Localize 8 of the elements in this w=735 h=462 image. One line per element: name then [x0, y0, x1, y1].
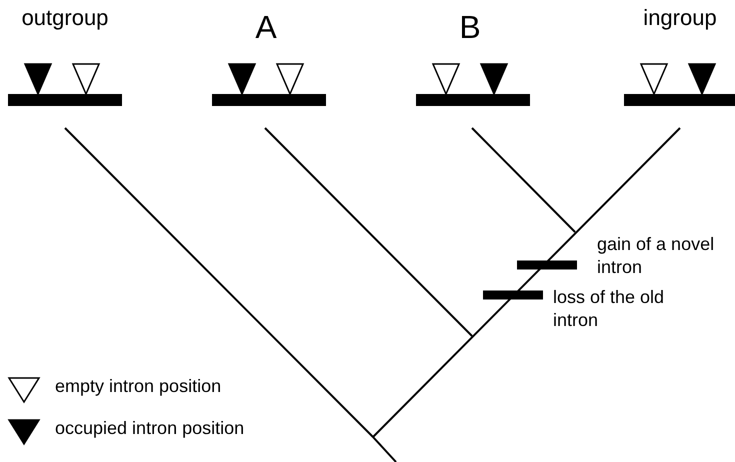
taxon-label: outgroup [22, 6, 108, 30]
legend-label: occupied intron position [55, 419, 244, 439]
taxon-label: ingroup [643, 6, 717, 30]
event-label: loss of the old intron [553, 286, 666, 332]
event-label: gain of a novel intron [597, 233, 716, 279]
taxon-label: A [255, 10, 277, 46]
legend-label: empty intron position [55, 377, 222, 397]
taxon-label: B [459, 10, 481, 46]
